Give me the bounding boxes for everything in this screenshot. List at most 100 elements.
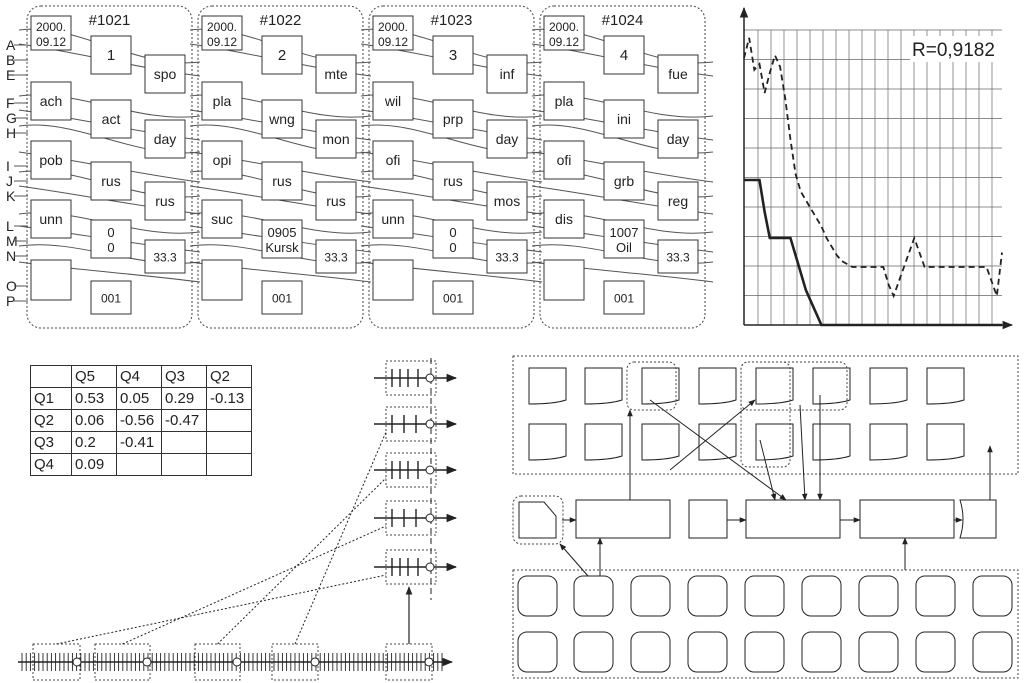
mini-window bbox=[385, 406, 437, 442]
field-value: reg bbox=[668, 193, 688, 209]
field-value: 001 bbox=[443, 292, 463, 306]
field-box-empty bbox=[201, 259, 243, 301]
row-letter: L bbox=[6, 218, 14, 234]
row-letter: J bbox=[6, 173, 13, 189]
field-value: 0905 bbox=[268, 225, 297, 240]
field-value: 001 bbox=[272, 292, 292, 306]
field-box bbox=[315, 239, 357, 274]
document-icon bbox=[528, 423, 567, 461]
document-icon bbox=[755, 423, 794, 461]
field-box bbox=[144, 239, 186, 274]
field-value: day bbox=[154, 131, 177, 147]
storage-box bbox=[915, 575, 956, 617]
field-value: 0 bbox=[107, 240, 114, 255]
field-value: Oil bbox=[616, 240, 632, 255]
field-value: 001 bbox=[101, 292, 121, 306]
record-panel bbox=[539, 5, 706, 329]
field-value: 33.3 bbox=[495, 251, 519, 265]
field-value: pla bbox=[555, 93, 574, 109]
field-value: ofi bbox=[557, 152, 572, 168]
field-box bbox=[261, 35, 303, 75]
field-value: 2000. bbox=[549, 20, 579, 34]
table-cell bbox=[206, 453, 252, 476]
field-box bbox=[30, 140, 72, 180]
table-cell: -0.47 bbox=[161, 409, 207, 432]
field-box bbox=[432, 280, 474, 315]
row-letter: M bbox=[6, 233, 18, 249]
field-box bbox=[144, 119, 186, 159]
field-value: dis bbox=[555, 211, 573, 227]
field-box bbox=[201, 81, 243, 121]
field-box bbox=[261, 219, 303, 259]
field-value: fue bbox=[668, 66, 688, 82]
field-value: 09.12 bbox=[207, 35, 237, 49]
field-box bbox=[144, 181, 186, 221]
storage-box bbox=[858, 631, 899, 673]
field-box bbox=[315, 181, 357, 221]
mini-marker bbox=[425, 562, 435, 572]
record-id: #1021 bbox=[89, 12, 131, 29]
field-value: pla bbox=[213, 93, 232, 109]
field-value: 4 bbox=[620, 47, 628, 64]
storage-box bbox=[972, 631, 1013, 673]
document-icon bbox=[869, 423, 908, 461]
record-id: #1024 bbox=[602, 12, 644, 29]
field-value: 2 bbox=[278, 47, 286, 64]
field-box bbox=[543, 199, 585, 239]
timeline-diagram bbox=[18, 358, 458, 681]
field-value: pob bbox=[39, 152, 63, 168]
flow-arrow bbox=[759, 439, 777, 501]
field-box bbox=[432, 161, 474, 201]
document-icon bbox=[926, 423, 965, 461]
field-value: ofi bbox=[386, 152, 401, 168]
mini-marker bbox=[425, 373, 435, 383]
field-box bbox=[261, 161, 303, 201]
field-value: spo bbox=[154, 66, 177, 82]
table-cell: -0.56 bbox=[116, 409, 162, 432]
timeline-window bbox=[194, 643, 241, 681]
field-value: unn bbox=[39, 211, 62, 227]
table-cell bbox=[206, 431, 252, 454]
storage-box bbox=[801, 631, 842, 673]
series-solid bbox=[744, 178, 1002, 327]
process-box bbox=[575, 499, 671, 539]
document-icon bbox=[926, 367, 965, 405]
field-value: 2000. bbox=[378, 20, 408, 34]
field-box bbox=[315, 119, 357, 159]
field-value: 33.3 bbox=[324, 251, 348, 265]
table-cell: 0.09 bbox=[71, 453, 117, 476]
field-box bbox=[201, 199, 243, 239]
table-cell: 0.06 bbox=[71, 409, 117, 432]
field-box-empty bbox=[30, 259, 72, 301]
projection-line bbox=[122, 525, 387, 645]
source-document-icon bbox=[518, 501, 557, 539]
field-box bbox=[261, 99, 303, 139]
storage-box bbox=[972, 575, 1013, 617]
document-icon bbox=[812, 367, 851, 405]
field-box bbox=[30, 199, 72, 239]
field-value: rus bbox=[155, 193, 174, 209]
field-value: wng bbox=[268, 111, 295, 127]
documents-region bbox=[512, 355, 1019, 475]
field-value: rus bbox=[101, 173, 120, 189]
field-box bbox=[144, 54, 186, 94]
field-value: rus bbox=[272, 173, 291, 189]
timeline-marker bbox=[72, 657, 82, 667]
field-value: 09.12 bbox=[378, 35, 408, 49]
table-cell: Q1 bbox=[30, 387, 72, 410]
table-cell: -0.13 bbox=[206, 387, 252, 410]
field-value: rus bbox=[326, 193, 345, 209]
table-cell: Q5 bbox=[71, 365, 117, 388]
field-box bbox=[90, 161, 132, 201]
row-letter: K bbox=[6, 188, 16, 204]
record-panels: #10212000.09.121spoachactdaypobrusrusunn… bbox=[6, 5, 714, 329]
field-box bbox=[432, 35, 474, 75]
field-box bbox=[657, 181, 699, 221]
field-value: 2000. bbox=[36, 20, 66, 34]
field-value: suc bbox=[211, 211, 233, 227]
flow-arrow bbox=[559, 543, 589, 577]
table-cell bbox=[161, 453, 207, 476]
storage-box bbox=[573, 631, 614, 673]
process-box bbox=[859, 499, 955, 539]
